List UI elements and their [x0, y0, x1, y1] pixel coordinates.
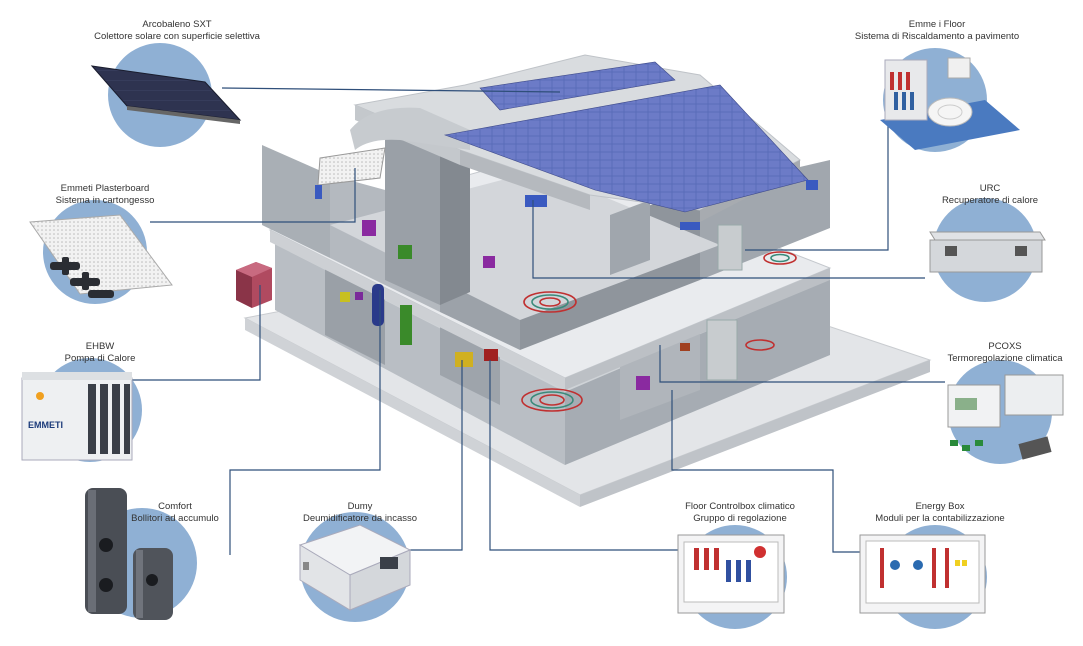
- energy-box-product: [859, 525, 987, 629]
- label-dumy-subtitle: Deumidificatore da incasso: [302, 513, 418, 524]
- floor-heating-spirals: [521, 251, 797, 412]
- label-ehbw: EHBW Pompa di Calore: [40, 341, 160, 365]
- label-plasterboard-subtitle: Sistema in cartongesso: [55, 195, 155, 206]
- label-ehbw-subtitle: Pompa di Calore: [64, 353, 136, 364]
- label-arcobaleno-subtitle: Colettore solare con superficie selettiv…: [94, 31, 260, 42]
- label-emmeti-floor-subtitle: Sistema di Riscaldamento a pavimento: [854, 31, 1020, 42]
- pcoxs-product: [947, 360, 1064, 464]
- label-floor-controlbox-subtitle: Gruppo di regolazione: [693, 513, 787, 524]
- connector-lines: [130, 87, 945, 555]
- label-urc-title: URC: [979, 183, 1001, 194]
- label-dumy-title: Dumy: [347, 501, 373, 512]
- ehbw-product: EMMETI: [21, 358, 142, 462]
- plasterboard-product: [29, 200, 173, 304]
- label-pcoxs: PCOXS Termoregolazione climatica: [935, 341, 1075, 365]
- label-plasterboard-title: Emmeti Plasterboard: [60, 183, 150, 194]
- label-emmeti-floor-title: Emme i Floor: [908, 19, 966, 30]
- urc-product: [929, 198, 1046, 302]
- house: [236, 54, 932, 507]
- label-floor-controlbox: Floor Controlbox climatico Gruppo di reg…: [665, 501, 815, 525]
- label-urc: URC Recuperatore di calore: [915, 183, 1065, 207]
- label-energy-box-subtitle: Moduli per la contabilizzazione: [875, 513, 1005, 524]
- label-pcoxs-subtitle: Termoregolazione climatica: [947, 353, 1063, 364]
- label-emmeti-floor: Emme i Floor Sistema di Riscaldamento a …: [842, 19, 1032, 43]
- arcobaleno-product: [90, 43, 242, 147]
- label-arcobaleno-title: Arcobaleno SXT: [142, 19, 212, 30]
- solar-panels-top: [479, 61, 676, 111]
- label-arcobaleno: Arcobaleno SXT Colettore solare con supe…: [82, 19, 272, 43]
- dumy-product: [298, 512, 412, 622]
- label-ehbw-title: EHBW: [85, 341, 115, 352]
- emmeti-floor-product: [880, 48, 1020, 152]
- label-plasterboard: Emmeti Plasterboard Sistema in cartonges…: [20, 183, 190, 207]
- comfort-product: [85, 488, 197, 620]
- outdoor-unit: [236, 262, 272, 308]
- label-floor-controlbox-title: Floor Controlbox climatico: [685, 501, 795, 512]
- label-energy-box-title: Energy Box: [915, 501, 965, 512]
- floor-controlbox-product: [677, 525, 787, 629]
- solar-panels-main: [443, 84, 809, 213]
- label-pcoxs-title: PCOXS: [988, 341, 1022, 352]
- ehbw-logo: EMMETI: [28, 420, 63, 430]
- label-energy-box: Energy Box Moduli per la contabilizzazio…: [855, 501, 1025, 525]
- label-comfort-subtitle: Bollitori ad accumulo: [131, 513, 219, 524]
- label-urc-subtitle: Recuperatore di calore: [941, 195, 1039, 206]
- label-comfort-title: Comfort: [158, 501, 192, 512]
- label-dumy: Dumy Deumidificatore da incasso: [295, 501, 425, 525]
- label-comfort: Comfort Bollitori ad accumulo: [120, 501, 230, 525]
